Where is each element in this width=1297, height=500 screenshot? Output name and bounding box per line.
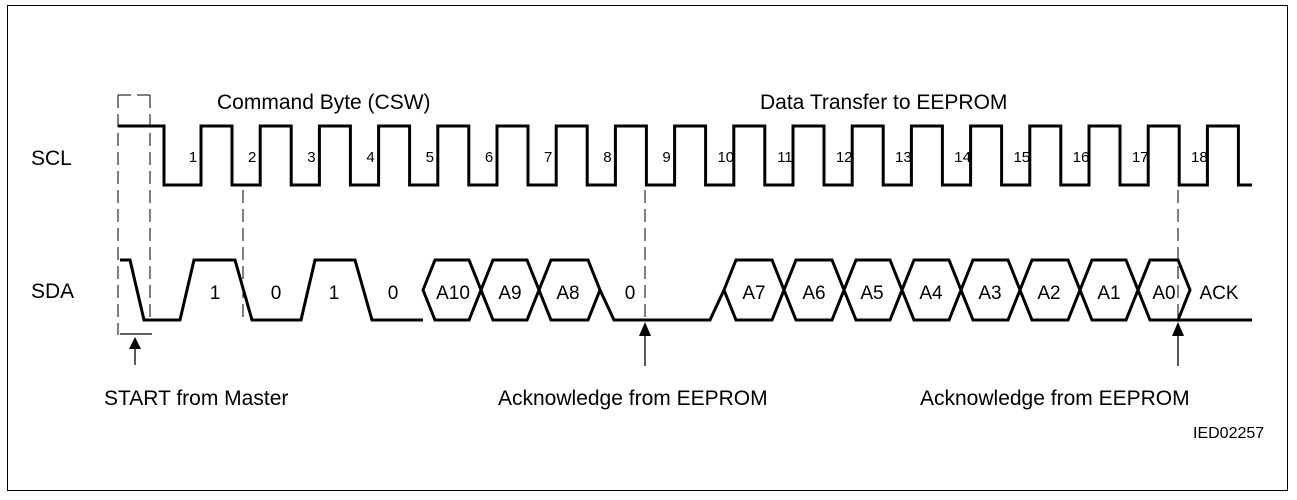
- clock-number-5: 5: [426, 149, 434, 166]
- start-annotation: START from Master: [104, 387, 288, 410]
- sda-bit-a8: A8: [556, 283, 579, 304]
- ack1-annotation: Acknowledge from EEPROM: [498, 387, 768, 410]
- sda-bit-a10: A10: [436, 283, 470, 304]
- sda-bit-1: 1: [210, 283, 221, 304]
- clock-number-13: 13: [895, 149, 912, 166]
- sda-bit-0: 0: [625, 283, 636, 304]
- clock-number-18: 18: [1191, 149, 1208, 166]
- sda-bit-labels: 1 0 1 0 A10 A9 A8 0 A7 A6 A5 A4 A3 A2 A1 A0 ACK: [210, 283, 1239, 304]
- sda-bit-a1: A1: [1097, 283, 1120, 304]
- sda-bit-0: 0: [388, 283, 399, 304]
- sda-bit-a7: A7: [742, 283, 765, 304]
- clock-number-2: 2: [248, 149, 256, 166]
- sda-bit-a3: A3: [978, 283, 1001, 304]
- ack2-arrow-icon: [1172, 322, 1184, 336]
- data-transfer-header: Data Transfer to EEPROM: [760, 91, 1007, 114]
- clock-number-8: 8: [603, 149, 611, 166]
- figure-frame: [7, 5, 1288, 491]
- command-byte-header: Command Byte (CSW): [217, 91, 431, 114]
- clock-number-3: 3: [307, 149, 315, 166]
- clock-number-10: 10: [717, 149, 734, 166]
- clock-number-7: 7: [544, 149, 552, 166]
- clock-number-12: 12: [836, 149, 853, 166]
- ack1-arrow-icon: [639, 322, 651, 336]
- scl-label: SCL: [31, 147, 72, 170]
- ack2-annotation: Acknowledge from EEPROM: [920, 387, 1190, 410]
- start-arrow-icon: [129, 337, 141, 349]
- sda-label: SDA: [31, 280, 74, 303]
- clock-number-14: 14: [954, 149, 971, 166]
- sda-bit-1: 1: [329, 283, 340, 304]
- sda-bit-ack: ACK: [1199, 283, 1238, 304]
- sda-bit-a0: A0: [1152, 283, 1175, 304]
- clock-number-1: 1: [189, 149, 197, 166]
- clock-number-11: 11: [777, 149, 793, 166]
- sda-bit-0: 0: [271, 283, 282, 304]
- clock-number-15: 15: [1013, 149, 1030, 166]
- sda-bit-a4: A4: [919, 283, 943, 304]
- clock-number-6: 6: [485, 149, 493, 166]
- sda-bit-a2: A2: [1037, 283, 1060, 304]
- sda-waveform: [120, 258, 1252, 322]
- clock-number-9: 9: [662, 149, 670, 166]
- clock-number-17: 17: [1132, 149, 1149, 166]
- figure-code: IED02257: [1193, 425, 1264, 442]
- sda-bit-a6: A6: [802, 283, 825, 304]
- sda-bit-a9: A9: [498, 283, 521, 304]
- clock-number-4: 4: [366, 149, 374, 166]
- scl-waveform: [118, 124, 1252, 187]
- sda-bit-a5: A5: [860, 283, 883, 304]
- clock-number-16: 16: [1073, 149, 1090, 166]
